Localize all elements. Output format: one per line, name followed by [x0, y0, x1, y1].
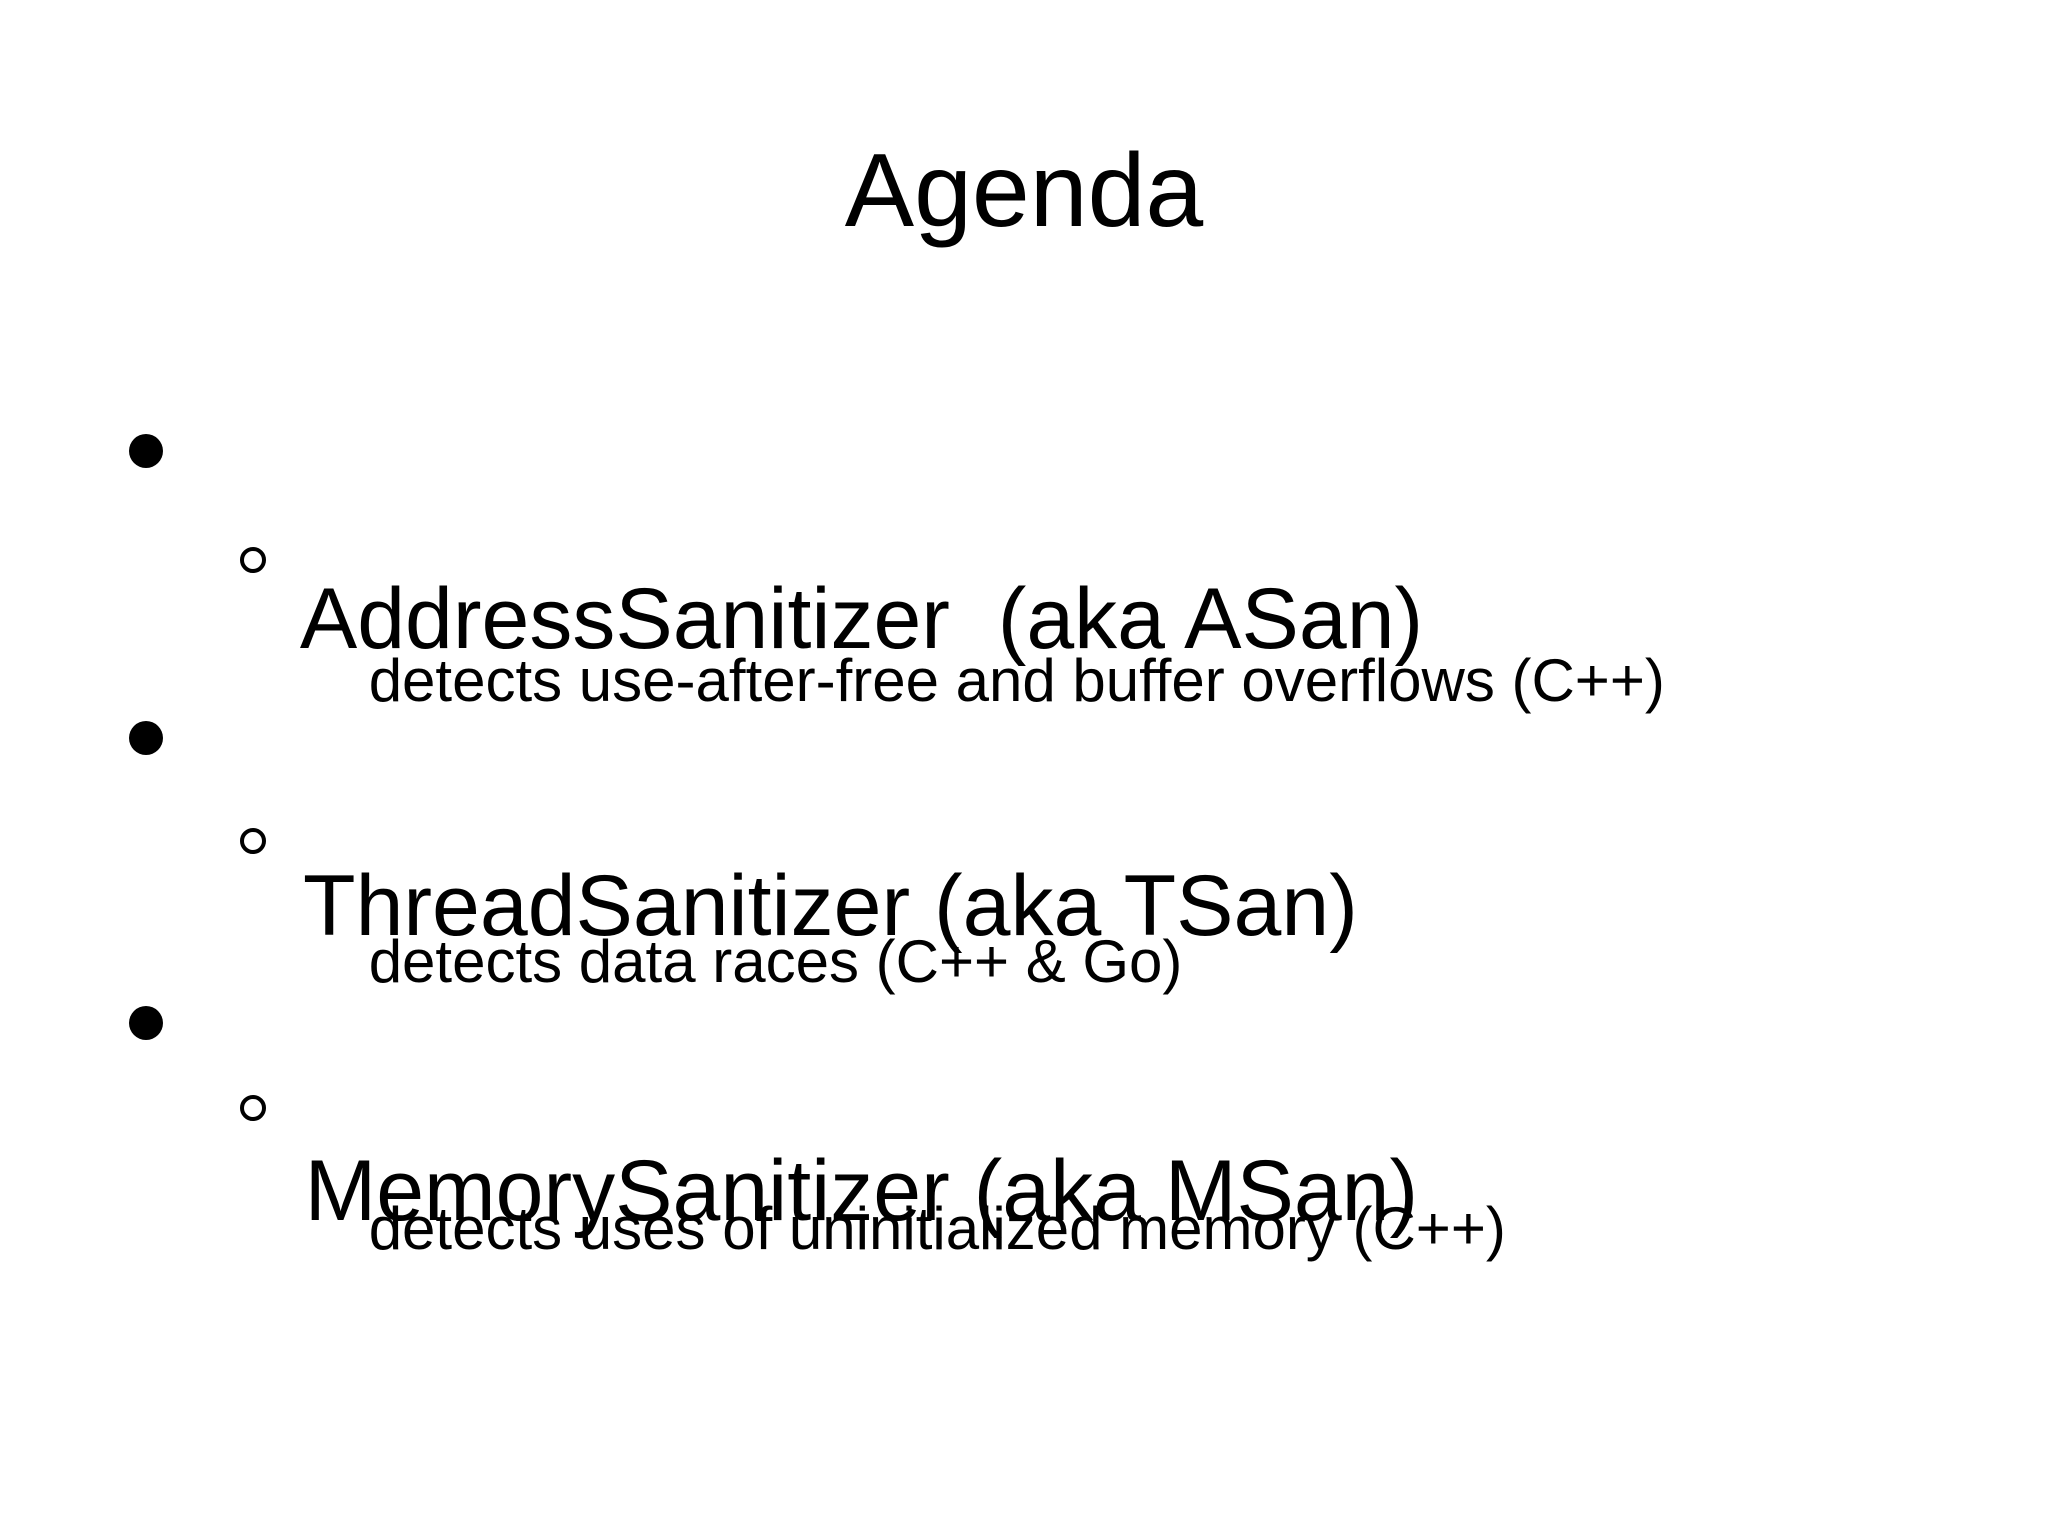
sub-bullet-label: detects data races (C++ & Go): [368, 928, 1183, 995]
hollow-bullet-icon: [240, 1095, 266, 1121]
sub-bullet-item: detects uses of uninitialized memory (C+…: [240, 1079, 1506, 1319]
sub-bullet-label: detects uses of uninitialized memory (C+…: [368, 1195, 1506, 1262]
hollow-bullet-icon: [240, 828, 266, 854]
filled-bullet-icon: [129, 434, 163, 468]
sub-bullet-label: detects use-after-free and buffer overfl…: [368, 647, 1665, 714]
bullet-item-memorysanitizer: MemorySanitizer (aka MSan): [129, 976, 1419, 1320]
hollow-bullet-icon: [240, 547, 266, 573]
sub-bullet-item: detects data races (C++ & Go): [240, 812, 1183, 1052]
bullet-item-threadsanitizer: ThreadSanitizer (aka TSan): [129, 691, 1358, 1035]
filled-bullet-icon: [129, 721, 163, 755]
slide-title: Agenda: [844, 133, 1204, 249]
sub-bullet-item: detects use-after-free and buffer overfl…: [240, 531, 1665, 771]
bullet-label: MemorySanitizer (aka MSan): [304, 1143, 1419, 1239]
filled-bullet-icon: [129, 1006, 163, 1040]
bullet-label: ThreadSanitizer (aka TSan): [303, 858, 1358, 954]
bullet-label: AddressSanitizer (aka ASan): [299, 571, 1424, 667]
bullet-item-addresssanitizer: AddressSanitizer (aka ASan): [129, 404, 1424, 748]
